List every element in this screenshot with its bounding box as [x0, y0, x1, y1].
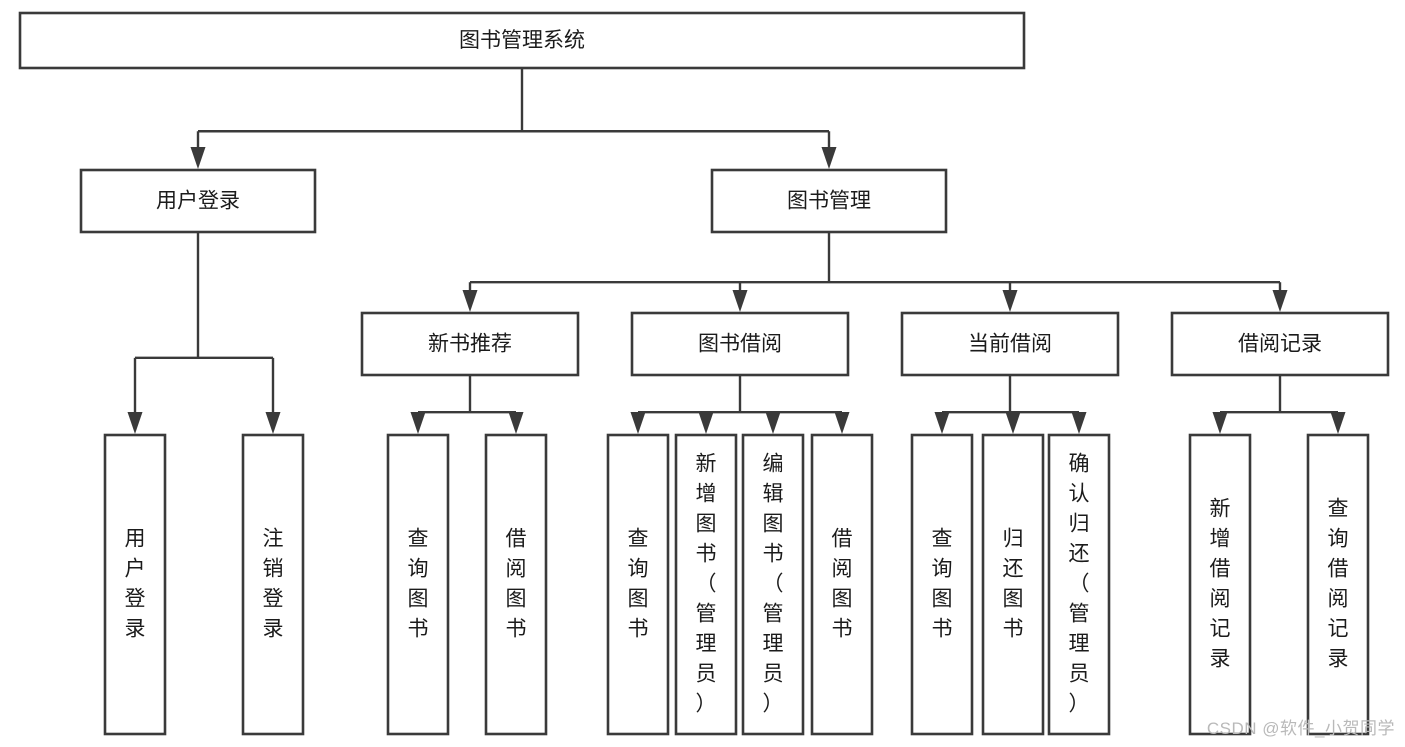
node-box-root[interactable] — [18, 11, 1026, 70]
node-box-leaf-confirm-return[interactable] — [1047, 433, 1111, 736]
node-label-leaf-borrow-book-2: 借阅图书 — [832, 528, 853, 641]
node-leaf-user-login[interactable]: 用户登录 — [103, 433, 167, 736]
node-new-book-rec[interactable]: 新书推荐 — [360, 311, 580, 377]
node-box-current-borrow[interactable] — [900, 311, 1120, 377]
node-label-leaf-user-login: 用户登录 — [125, 528, 146, 641]
node-box-leaf-borrow-book-2[interactable] — [810, 433, 874, 736]
node-label-book-borrow: 图书借阅 — [698, 333, 782, 356]
node-current-borrow[interactable]: 当前借阅 — [900, 311, 1120, 377]
node-leaf-logout[interactable]: 注销登录 — [241, 433, 305, 736]
connector-group — [1212, 375, 1346, 434]
node-box-leaf-return-book[interactable] — [981, 433, 1045, 736]
node-leaf-add-record[interactable]: 新增借阅记录 — [1188, 433, 1252, 736]
node-label-book-manage: 图书管理 — [787, 190, 871, 213]
node-leaf-borrow-book-2[interactable]: 借阅图书 — [810, 433, 874, 736]
node-label-leaf-edit-book: 编辑图书（管理员） — [763, 453, 784, 716]
node-layer: 图书管理系统用户登录图书管理新书推荐图书借阅当前借阅借阅记录用户登录注销登录查询… — [18, 11, 1390, 736]
node-label-borrow-record: 借阅记录 — [1238, 333, 1322, 356]
node-label-current-borrow: 当前借阅 — [968, 333, 1052, 356]
node-leaf-query-record[interactable]: 查询借阅记录 — [1306, 433, 1370, 736]
connector-group — [934, 375, 1087, 434]
connector-group — [190, 68, 837, 169]
node-leaf-return-book[interactable]: 归还图书 — [981, 433, 1045, 736]
node-label-leaf-confirm-return: 确认归还（管理员） — [1069, 453, 1090, 716]
node-box-new-book-rec[interactable] — [360, 311, 580, 377]
node-leaf-borrow-book-1[interactable]: 借阅图书 — [484, 433, 548, 736]
node-label-leaf-logout: 注销登录 — [263, 528, 284, 641]
node-label-leaf-return-book: 归还图书 — [1003, 528, 1024, 641]
node-root[interactable]: 图书管理系统 — [18, 11, 1026, 70]
node-box-leaf-add-record[interactable] — [1188, 433, 1252, 736]
node-label-leaf-query-book-3: 查询图书 — [932, 528, 953, 641]
node-label-leaf-query-book-2: 查询图书 — [628, 528, 649, 641]
connector-group — [630, 375, 850, 434]
node-leaf-confirm-return[interactable]: 确认归还（管理员） — [1047, 433, 1111, 736]
connector-layer — [127, 68, 1346, 434]
node-label-leaf-add-record: 新增借阅记录 — [1210, 498, 1231, 671]
node-box-leaf-query-record[interactable] — [1306, 433, 1370, 736]
node-borrow-record[interactable]: 借阅记录 — [1170, 311, 1390, 377]
node-box-leaf-logout[interactable] — [241, 433, 305, 736]
node-box-leaf-user-login[interactable] — [103, 433, 167, 736]
node-label-root: 图书管理系统 — [459, 29, 585, 52]
node-label-new-book-rec: 新书推荐 — [428, 333, 512, 356]
watermark-text: CSDN @软件_小贺同学 — [1206, 719, 1395, 738]
node-box-leaf-add-book[interactable] — [674, 433, 738, 736]
connector-group — [410, 375, 524, 434]
node-box-leaf-edit-book[interactable] — [741, 433, 805, 736]
node-label-leaf-borrow-book-1: 借阅图书 — [506, 528, 527, 641]
node-label-user-login: 用户登录 — [156, 190, 240, 213]
node-box-user-login[interactable] — [79, 168, 317, 234]
node-box-leaf-borrow-book-1[interactable] — [484, 433, 548, 736]
node-label-leaf-add-book: 新增图书（管理员） — [696, 453, 717, 716]
connector-group — [462, 232, 1288, 312]
node-leaf-query-book-3[interactable]: 查询图书 — [910, 433, 974, 736]
node-label-leaf-query-record: 查询借阅记录 — [1328, 498, 1349, 671]
node-box-leaf-query-book-2[interactable] — [606, 433, 670, 736]
node-label-leaf-query-book-1: 查询图书 — [408, 528, 429, 641]
node-box-leaf-query-book-1[interactable] — [386, 433, 450, 736]
node-book-borrow[interactable]: 图书借阅 — [630, 311, 850, 377]
node-box-leaf-query-book-3[interactable] — [910, 433, 974, 736]
node-leaf-query-book-1[interactable]: 查询图书 — [386, 433, 450, 736]
node-box-borrow-record[interactable] — [1170, 311, 1390, 377]
node-leaf-query-book-2[interactable]: 查询图书 — [606, 433, 670, 736]
node-leaf-add-book[interactable]: 新增图书（管理员） — [674, 433, 738, 736]
connector-group — [127, 232, 281, 434]
node-user-login[interactable]: 用户登录 — [79, 168, 317, 234]
node-leaf-edit-book[interactable]: 编辑图书（管理员） — [741, 433, 805, 736]
node-box-book-borrow[interactable] — [630, 311, 850, 377]
node-box-book-manage[interactable] — [710, 168, 948, 234]
node-book-manage[interactable]: 图书管理 — [710, 168, 948, 234]
